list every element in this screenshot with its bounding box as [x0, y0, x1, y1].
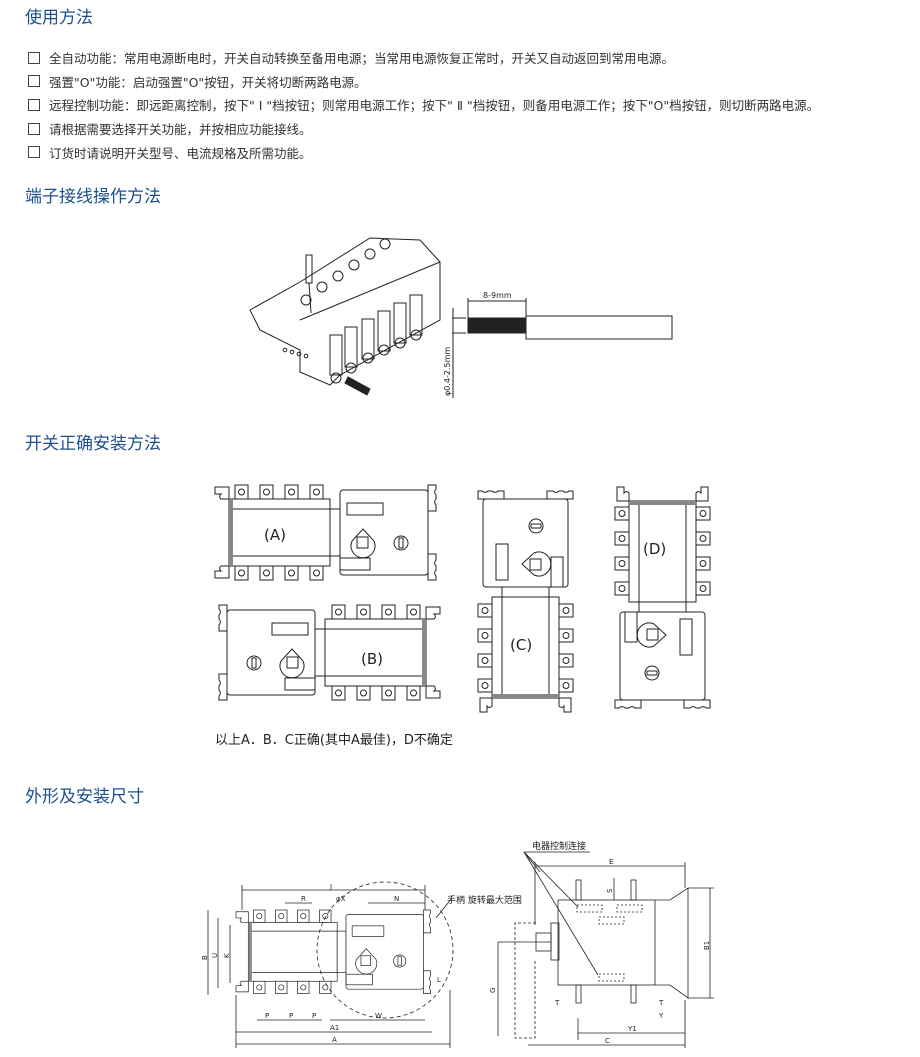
switch-orientation-b	[218, 604, 441, 701]
dim-s: S	[606, 888, 614, 893]
list-item-text: 强置"O"功能：启动强置"O"按钮，开关将切断两路电源。	[49, 74, 367, 90]
switch-orientation-a	[214, 484, 437, 581]
wire-end-icon	[344, 376, 371, 396]
dim-t: T	[554, 999, 560, 1007]
wire-diameter-label: φ0.4-2.5mm	[443, 347, 452, 396]
dim-b1: B1	[703, 941, 711, 950]
dim-b: B	[201, 955, 209, 960]
terminal-block-drawing	[249, 237, 441, 396]
dim-r: R	[301, 895, 306, 903]
dim-p: P	[289, 1012, 293, 1020]
checkbox-icon	[28, 146, 40, 159]
list-item-text: 请根据需要选择开关功能，并按相应功能接线。	[49, 122, 312, 138]
list-item: 远程控制功能：即远距离控制，按下" Ⅰ "档按钮；则常用电源工作；按下" Ⅱ "…	[28, 93, 819, 117]
dim-g: G	[489, 988, 497, 993]
section-title-terminal: 端子接线操作方法	[25, 187, 161, 207]
usage-list: 全自动功能：常用电源断电时，开关自动转换至备用电源；当常用电源恢复正常时，开关又…	[28, 46, 819, 164]
install-caption: 以上A．B．C正确(其中A最佳)，D不确定	[215, 733, 453, 748]
section-title-usage: 使用方法	[25, 8, 93, 28]
list-item: 全自动功能：常用电源断电时，开关自动转换至备用电源；当常用电源恢复正常时，开关又…	[28, 46, 819, 70]
list-item-text: 全自动功能：常用电源断电时，开关自动转换至备用电源；当常用电源恢复正常时，开关又…	[49, 51, 675, 67]
dim-t: T	[658, 999, 664, 1007]
label-c: (C)	[510, 636, 532, 654]
dim-a: A	[332, 1036, 337, 1044]
dim-a1: A1	[330, 1024, 339, 1032]
control-connection-note: 电器控制连接	[532, 840, 586, 852]
front-dimension-drawing: J R φX N B U K P P P W A1 A L 手柄 旋转最大范围	[201, 881, 522, 1048]
section-title-install: 开关正确安装方法	[25, 434, 161, 454]
dim-p: P	[265, 1012, 269, 1020]
strip-length-label: 8-9mm	[483, 291, 512, 300]
dim-y1: Y1	[627, 1025, 637, 1033]
label-b: (B)	[361, 650, 383, 668]
dim-k: K	[223, 953, 231, 958]
list-item: 订货时请说明开关型号、电流规格及所需功能。	[28, 140, 819, 164]
dim-x: φX	[336, 895, 346, 903]
switch-orientation-c	[477, 490, 574, 713]
dim-j: J	[329, 883, 332, 891]
checkbox-icon	[28, 51, 40, 64]
list-item: 请根据需要选择开关功能，并按相应功能接线。	[28, 117, 819, 141]
checkbox-icon	[28, 122, 40, 135]
dim-p: P	[312, 1012, 316, 1020]
dim-l: L	[437, 976, 441, 984]
checkbox-icon	[28, 98, 40, 111]
switch-orientation-d	[614, 486, 711, 709]
list-item-text: 订货时请说明开关型号、电流规格及所需功能。	[49, 145, 312, 161]
dim-u: U	[211, 953, 219, 958]
dim-y: Y	[658, 1012, 664, 1020]
label-a: (A)	[264, 526, 286, 544]
label-d: (D)	[643, 540, 666, 558]
section-title-dimensions: 外形及安装尺寸	[25, 787, 144, 807]
dim-c: C	[605, 1037, 610, 1045]
checkbox-icon	[28, 75, 40, 88]
wire-strip-drawing: 8-9mm φ0.4-2.5mm	[443, 291, 673, 398]
side-dimension-drawing: 电器控制连接 E S G T T Y Y1 C B1	[489, 840, 714, 1048]
list-item: 强置"O"功能：启动强置"O"按钮，开关将切断两路电源。	[28, 70, 819, 94]
handle-range-note: 手柄 旋转最大范围	[447, 894, 522, 906]
list-item-text: 远程控制功能：即远距离控制，按下" Ⅰ "档按钮；则常用电源工作；按下" Ⅱ "…	[49, 98, 820, 114]
dim-e: E	[609, 858, 613, 866]
dim-n: N	[394, 895, 399, 903]
dim-w: W	[375, 1012, 382, 1020]
